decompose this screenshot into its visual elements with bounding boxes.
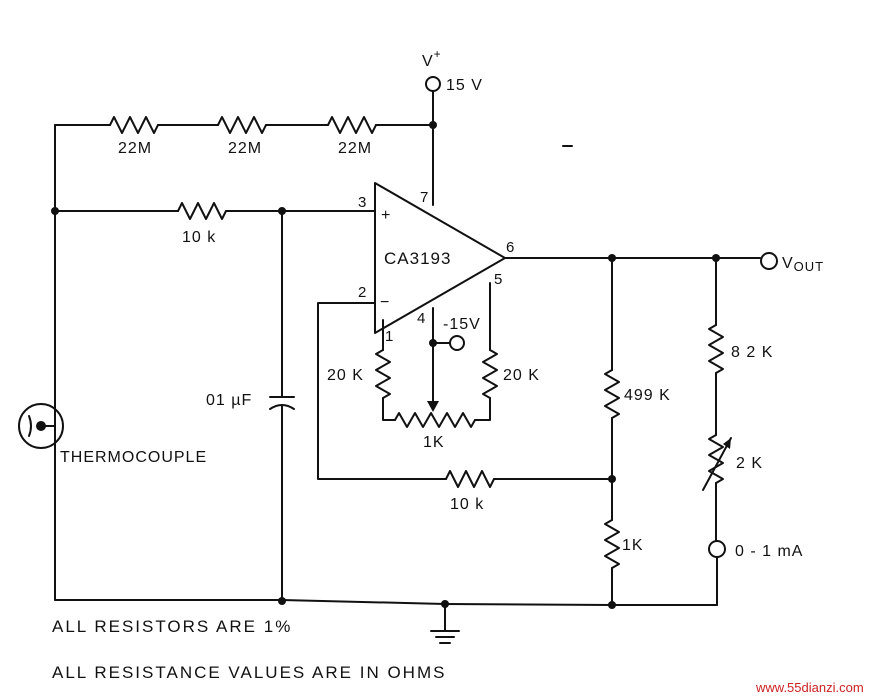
label-22m-2: 22M xyxy=(228,140,262,157)
label-pot-1k: 1K xyxy=(423,434,445,451)
pin-labels: 3 7 2 6 5 1 4 xyxy=(358,189,514,345)
note-resistor-tolerance: ALL RESISTORS ARE 1% xyxy=(52,617,292,636)
resistor-22m-2 xyxy=(217,116,267,134)
vout-subscript: OUT xyxy=(794,259,824,274)
offset-null-network: -15V xyxy=(375,282,498,428)
opamp-name: CA3193 xyxy=(384,249,451,268)
vout-label: VOUT xyxy=(782,255,824,274)
pin-7: 7 xyxy=(420,189,428,206)
resistor-10k-feedback xyxy=(445,470,495,488)
pin-1: 1 xyxy=(385,328,393,345)
neg-supply-terminal xyxy=(449,335,465,351)
vplus-supply: V+ 15 V xyxy=(422,47,483,206)
resistor-22m-3 xyxy=(327,116,377,134)
vplus-label: V+ xyxy=(422,47,442,70)
pin-3: 3 xyxy=(358,194,366,211)
watermark: www.55dianzi.com xyxy=(755,680,864,695)
pin-2: 2 xyxy=(358,284,366,301)
label-capacitor: 01 µF xyxy=(206,392,252,409)
meter-terminal xyxy=(708,540,726,558)
pin-5: 5 xyxy=(494,271,502,288)
label-22m-3: 22M xyxy=(338,140,372,157)
resistor-10k-input xyxy=(177,202,227,220)
variable-resistor-2k xyxy=(708,434,724,484)
thermocouple: THERMOCOUPLE xyxy=(18,403,207,466)
ground-bus xyxy=(54,597,718,644)
vout-terminal xyxy=(760,252,778,270)
meter-branch: 0 - 1 mA xyxy=(702,257,803,606)
component-labels: 22M 22M 22M 10 k 01 µF 20 K 20 K 1K 10 k… xyxy=(118,140,773,554)
neg-supply-label: -15V xyxy=(443,316,481,333)
ground-icon xyxy=(430,630,460,644)
feedback-network xyxy=(317,302,616,488)
opamp-plus: + xyxy=(381,207,391,224)
pin-6: 6 xyxy=(506,239,514,256)
vout-symbol: V xyxy=(782,255,794,272)
vplus-value: 15 V xyxy=(446,77,483,94)
thermocouple-label: THERMOCOUPLE xyxy=(60,449,207,466)
output-network: VOUT xyxy=(504,252,824,606)
label-499k: 499 K xyxy=(624,387,671,404)
resistor-499k xyxy=(604,369,620,419)
resistor-22m-1 xyxy=(109,116,159,134)
notes: ALL RESISTORS ARE 1% ALL RESISTANCE VALU… xyxy=(52,617,446,682)
top-rail xyxy=(54,116,437,601)
vplus-terminal xyxy=(425,76,441,92)
resistor-20k-left xyxy=(375,349,391,399)
note-resistance-units: ALL RESISTANCE VALUES ARE IN OHMS xyxy=(52,663,446,682)
label-10k-input: 10 k xyxy=(182,229,216,246)
label-82k: 8 2 K xyxy=(731,344,773,361)
vplus-symbol: V xyxy=(422,53,434,70)
capacitor-01uf xyxy=(269,210,295,601)
meter-label: 0 - 1 mA xyxy=(735,543,803,560)
opamp-minus: − xyxy=(380,294,390,311)
label-10k-feedback: 10 k xyxy=(450,496,484,513)
label-2k: 2 K xyxy=(736,455,763,472)
resistor-20k-right xyxy=(482,349,498,399)
label-22m-1: 22M xyxy=(118,140,152,157)
label-20k-left: 20 K xyxy=(327,367,364,384)
label-1k: 1K xyxy=(622,537,644,554)
input-path xyxy=(51,202,376,220)
vplus-superscript: + xyxy=(434,47,442,61)
resistor-1k xyxy=(604,519,620,569)
opamp-ca3193: CA3193 + − xyxy=(374,182,506,334)
label-20k-right: 20 K xyxy=(503,367,540,384)
potentiometer-1k xyxy=(394,412,476,428)
resistor-82k xyxy=(708,324,724,374)
pin-4: 4 xyxy=(417,310,425,327)
